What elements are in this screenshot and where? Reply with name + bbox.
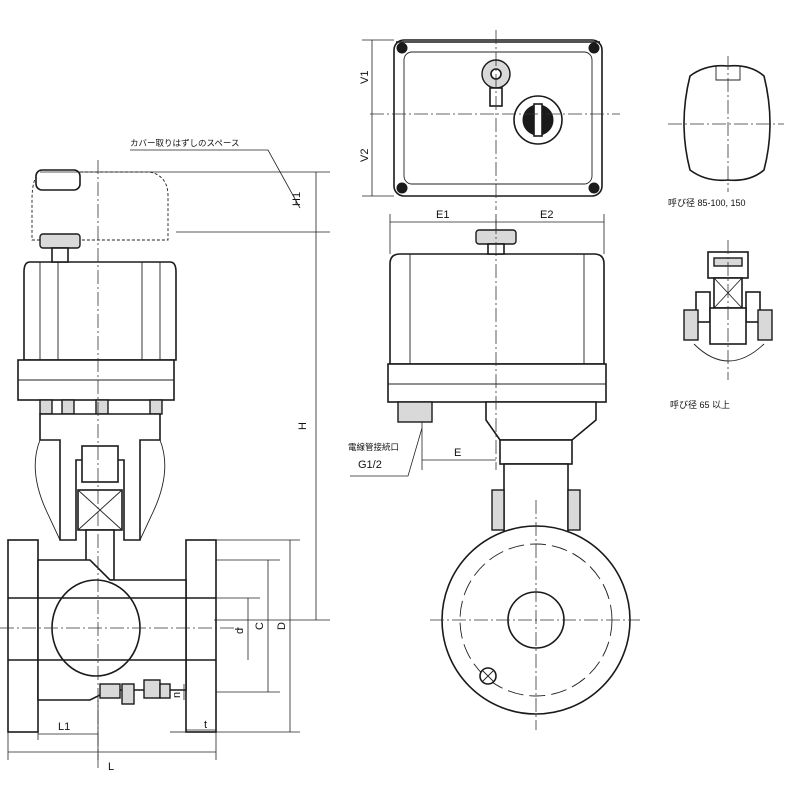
dim-t: t [204,719,207,731]
base-bolts [39,399,163,415]
top-housing [393,39,603,197]
corner-screws [396,42,600,194]
conduit-port [397,401,433,423]
dim-n: n [171,692,183,698]
dim-E1: E1 [436,209,449,221]
front-dimensions [7,149,330,760]
caption-large-sizes: 呼び径 85-100, 150 [668,197,746,208]
dim-C: C [254,622,266,630]
dim-L: L [108,761,114,773]
side-bolts [491,489,581,531]
side-yoke [485,401,597,441]
top-dimensions [362,39,394,197]
conduit-port-label: 電線管接続口 [348,442,399,453]
stem-coupling [81,445,119,483]
cover-removal-outline [31,171,169,241]
dim-V2: V2 [359,149,371,162]
dim-H: H [297,422,309,430]
dim-D: D [276,622,288,630]
detail-small-stem [683,240,773,380]
dim-E: E [454,447,461,459]
actuator-housing [23,261,177,361]
handwheel-knob [39,233,81,249]
side-housing [389,253,605,365]
caption-small-sizes: 呼び径 65 以上 [670,399,730,410]
cover-removal-label: カバー取りはずしのスペース [130,138,239,149]
cover-removal-knob [35,169,81,191]
left-flange [7,539,39,733]
top-view [370,30,620,210]
front-section-view [0,160,240,770]
dim-d: d [234,628,246,634]
dim-V1: V1 [359,71,371,84]
drain-plug [99,679,171,705]
dim-H1: H1 [291,192,303,206]
side-dimensions [350,214,605,477]
conduit-port-size: G1/2 [358,459,382,471]
detail-large-ball [668,56,784,192]
side-view [387,220,640,730]
side-base-plate [387,363,607,403]
right-flange [185,539,217,733]
dim-L1: L1 [58,721,70,733]
dim-E2: E2 [540,209,553,221]
